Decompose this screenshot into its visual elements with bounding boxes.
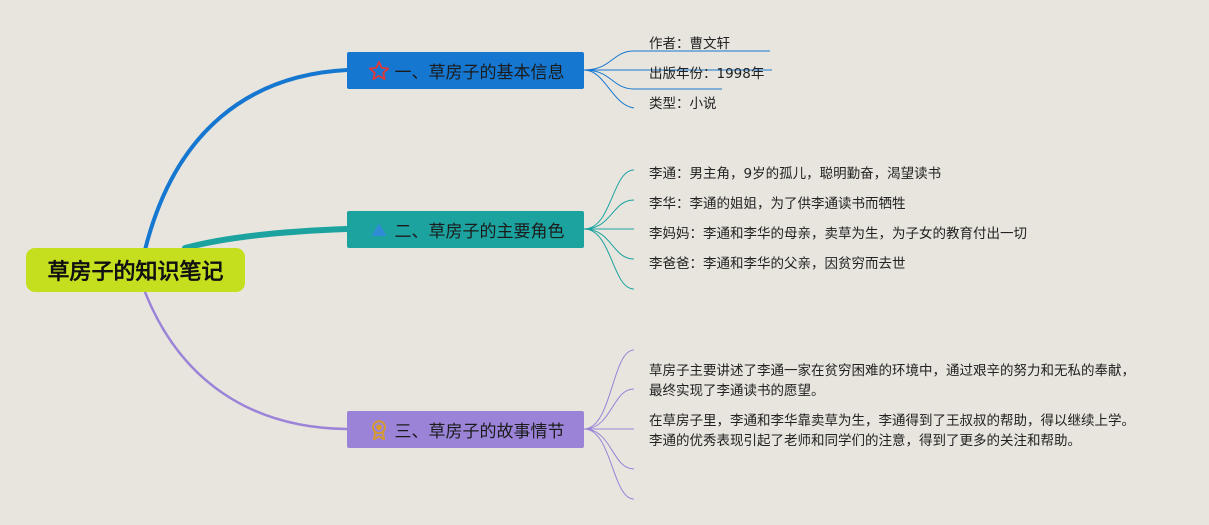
branch-node-main-characters[interactable]: 二、草房子的主要角色 bbox=[347, 211, 584, 248]
leaf-plot-summary[interactable]: 草房子主要讲述了李通一家在贫穷困难的环境中，通过艰辛的努力和无私的奉献，最终实现… bbox=[649, 363, 1135, 399]
branch-3-leaf-lines bbox=[583, 349, 635, 500]
branch-label: 三、草房子的故事情节 bbox=[394, 422, 565, 442]
leaf-author[interactable]: 作者：曹文轩 bbox=[649, 36, 730, 52]
root-to-branch-2-line bbox=[182, 226, 350, 251]
branch-node-plot[interactable]: 三、草房子的故事情节 bbox=[347, 411, 584, 448]
star-icon bbox=[367, 59, 391, 83]
leaf-character-litong[interactable]: 李通：男主角，9岁的孤儿，聪明勤奋，渴望读书 bbox=[649, 166, 942, 182]
leaf-genre[interactable]: 类型：小说 bbox=[649, 96, 717, 112]
root-node[interactable]: 草房子的知识笔记 bbox=[26, 248, 245, 292]
medal-icon bbox=[367, 418, 391, 442]
root-to-branch-3-line bbox=[143, 290, 349, 431]
leaf-character-lihua[interactable]: 李华：李通的姐姐，为了供李通读书而牺牲 bbox=[649, 196, 906, 212]
root-title: 草房子的知识笔记 bbox=[47, 260, 224, 285]
branch-label: 二、草房子的主要角色 bbox=[394, 222, 565, 242]
branch-node-basic-info[interactable]: 一、草房子的基本信息 bbox=[347, 52, 584, 89]
leaf-plot-detail[interactable]: 在草房子里，李通和李华靠卖草为生，李通得到了王叔叔的帮助，得以继续上学。李通的优… bbox=[649, 413, 1135, 449]
leaf-character-father[interactable]: 李爸爸：李通和李华的父亲，因贫穷而去世 bbox=[649, 256, 906, 272]
leaf-publish-year[interactable]: 出版年份：1998年 bbox=[649, 66, 765, 82]
leaf-character-mother[interactable]: 李妈妈：李通和李华的母亲，卖草为生，为子女的教育付出一切 bbox=[649, 226, 1027, 242]
branch-1-leaf-lines bbox=[583, 50, 772, 109]
root-to-branch-1-line bbox=[143, 68, 349, 252]
branch-2-leaf-lines bbox=[583, 169, 635, 290]
branch-label: 一、草房子的基本信息 bbox=[394, 63, 565, 83]
triangle-icon bbox=[367, 218, 391, 242]
